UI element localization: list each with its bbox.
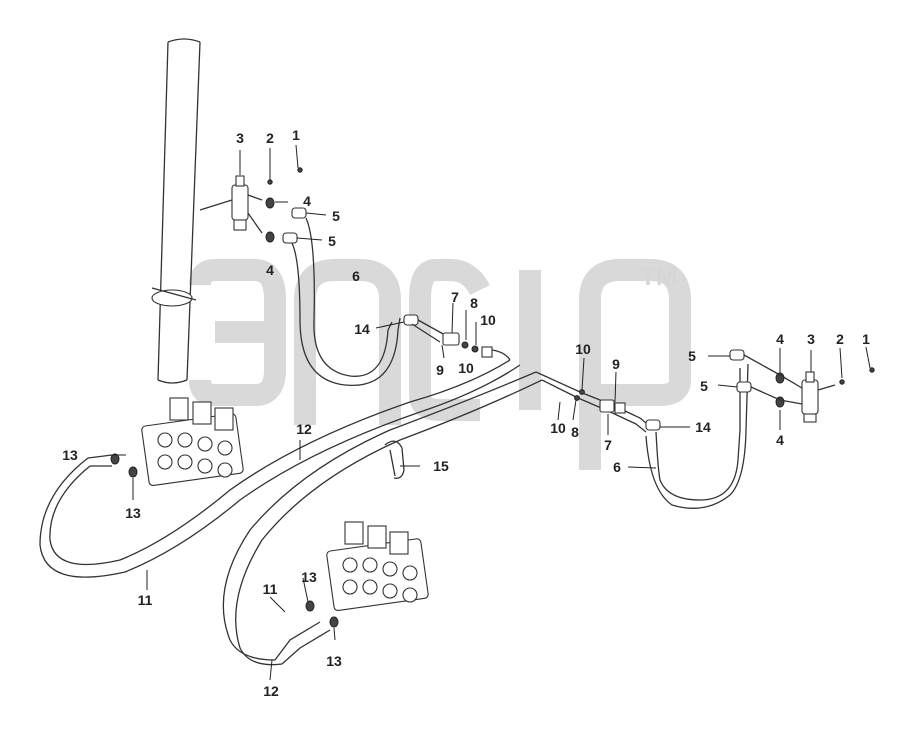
callout-4-top-left-a: 4 [303,193,311,209]
callout-10-right-a: 10 [575,341,591,357]
callout-10-right-b: 10 [550,420,566,436]
callout-9-right: 9 [612,356,620,372]
callout-11-left: 11 [138,592,153,608]
middle-fittings [403,314,511,361]
callout-5-top-left-a: 5 [332,208,340,224]
callout-14-right: 14 [695,419,711,435]
callout-6-right: 6 [613,459,621,475]
callout-12-bottom: 12 [263,683,279,699]
right-fittings [535,363,749,509]
leader-lines [111,144,871,681]
callout-7-right: 7 [604,437,612,453]
callout-11-bottom: 11 [263,581,278,597]
callout-4-top-left-b: 4 [266,262,274,278]
callout-5-right-a: 5 [688,348,696,364]
callout-5-right-b: 5 [700,378,708,394]
callout-13-bottom-a: 13 [301,569,317,585]
right-valve-assembly [729,349,875,423]
callout-14-mid: 14 [354,321,370,337]
callout-8-mid: 8 [470,295,478,311]
callout-10-mid-a: 10 [480,312,496,328]
callout-12-left: 12 [296,421,312,437]
callout-8-right: 8 [571,424,579,440]
top-left-valve-assembly [199,167,401,386]
callout-1-right: 1 [862,331,870,347]
hose-loops-left [39,359,543,666]
callout-6-top-left: 6 [352,268,360,284]
callout-9-mid: 9 [436,362,444,378]
callout-labels: 3 2 1 4 5 5 4 6 7 8 10 14 9 10 10 9 10 8… [62,127,870,699]
clamp [384,440,405,479]
callout-1-top-left: 1 [292,127,300,143]
callout-2-top-left: 2 [266,130,274,146]
callout-5-top-left-b: 5 [328,233,336,249]
callout-4-right-a: 4 [776,331,784,347]
callout-7-mid: 7 [451,289,459,305]
callout-3-top-left: 3 [236,130,244,146]
callout-13-bottom-b: 13 [326,653,342,669]
callout-10-mid-b: 10 [458,360,474,376]
left-valve-block [110,397,244,487]
trademark-mark: TM [640,261,678,291]
callout-2-right: 2 [836,331,844,347]
mast [151,38,201,384]
callout-13-left-b: 13 [125,505,141,521]
watermark-logo: TM [189,259,691,470]
callout-4-right-b: 4 [776,432,784,448]
callout-3-right: 3 [807,331,815,347]
callout-15-clamp: 15 [433,458,449,474]
callout-13-left-a: 13 [62,447,78,463]
bottom-valve-block [305,521,429,628]
